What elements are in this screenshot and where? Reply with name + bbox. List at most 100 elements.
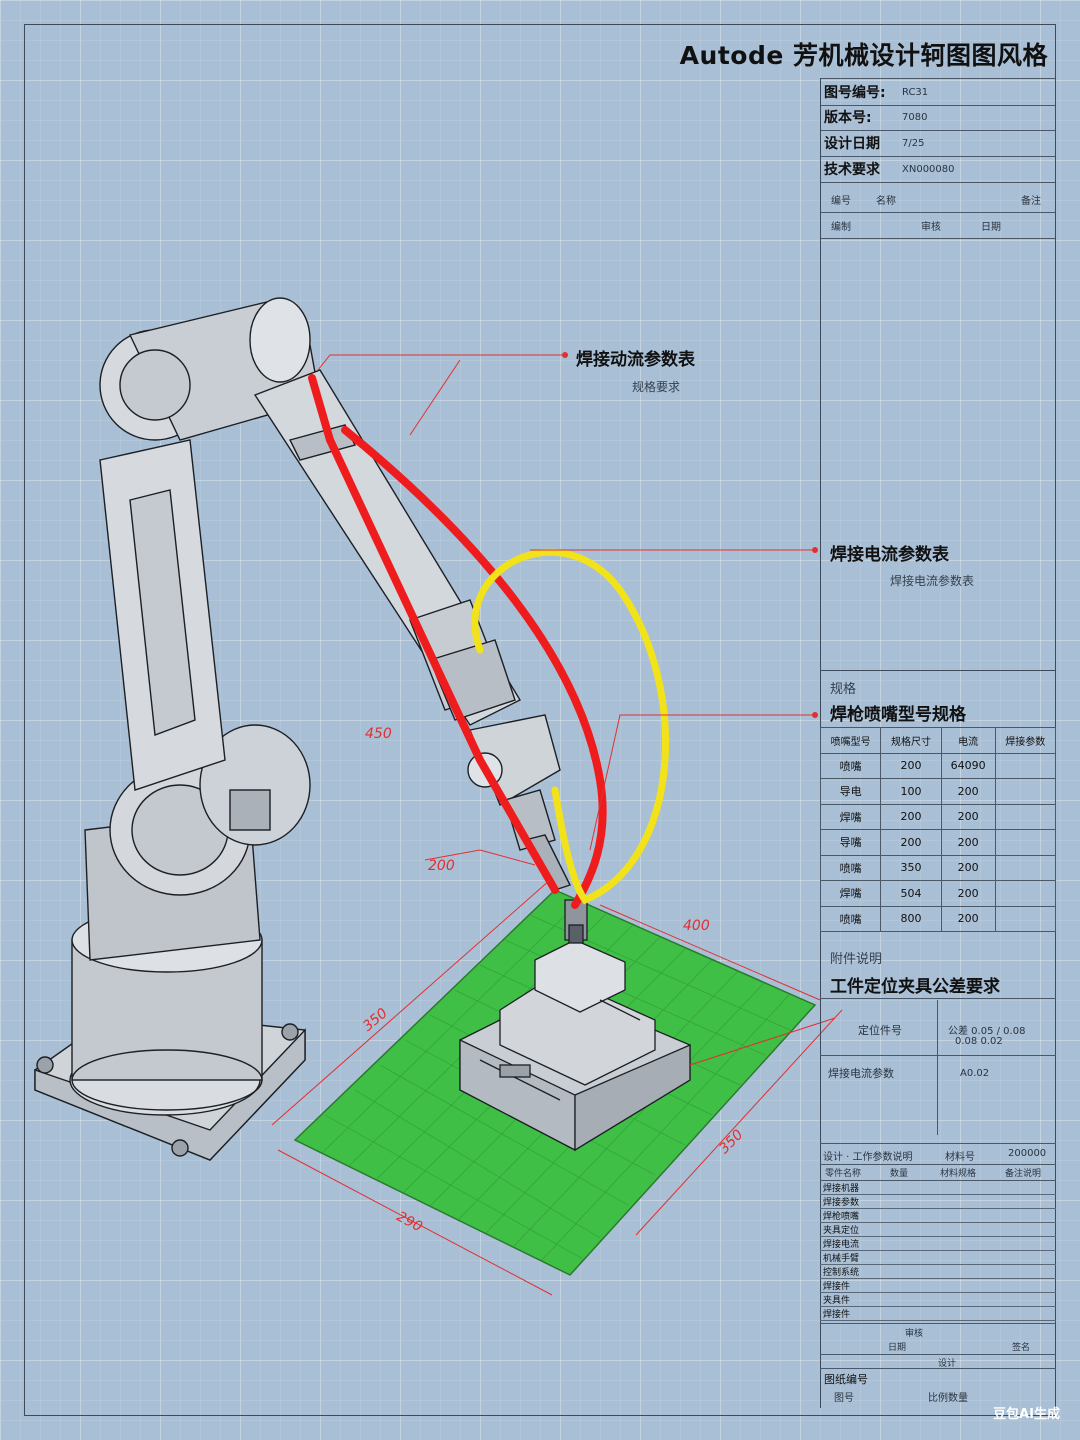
meta-row-version: 版本号: 7080: [821, 104, 1055, 131]
meta-label: 设计日期: [824, 136, 880, 152]
mini-cell: 备注: [1021, 195, 1041, 207]
table-cell: 喷嘴: [819, 752, 882, 779]
table-cell: 200: [940, 803, 996, 830]
table-cell: 800: [880, 905, 942, 932]
callout-welding-current-sub: 焊接电流参数表: [890, 574, 975, 588]
bom-footer-cell: 日期: [888, 1343, 907, 1353]
table-cell: 导嘴: [819, 829, 882, 856]
robot-turret: [84, 724, 311, 961]
divider: [820, 1055, 1056, 1056]
table-cell: 504: [880, 880, 942, 907]
welding-fixture: [459, 899, 691, 1152]
table-cell: 焊嘴: [819, 880, 882, 907]
mini-row-2: 编制 审核 日期: [821, 212, 1055, 239]
table-cell: [994, 752, 1057, 779]
callout-welding-flow-title: 焊接动流参数表: [576, 350, 695, 370]
meta-row-date: 设计日期 7/25: [821, 130, 1055, 157]
dimension-label: 200: [428, 858, 455, 874]
table-cell: 200: [940, 829, 996, 856]
table-cell: 100: [880, 778, 942, 805]
bom-item: 夹具定位: [820, 1223, 1056, 1237]
table-cell: [994, 803, 1057, 830]
tolerance-value-1: 公差 0.05 / 0.08: [948, 1026, 1026, 1037]
table-row: 导嘴 200 200: [819, 829, 1057, 856]
bom-subheader-row: 零件名称 数量 材料规格 备注说明: [820, 1164, 1056, 1181]
bom-footer-cell: 审核: [905, 1329, 924, 1339]
bom-item: 焊接机器: [820, 1181, 1056, 1195]
divider: [820, 670, 1056, 671]
table-row: 喷嘴 200 64090: [819, 752, 1057, 779]
watermark: 豆包AI生成: [993, 1407, 1060, 1422]
meta-label: 技术要求: [824, 162, 880, 178]
callout-nozzle-pre: 规格: [830, 682, 857, 697]
bom-subheader-cell: 数量: [890, 1169, 909, 1179]
table-cell: 200: [880, 752, 942, 779]
robot-upper-arm: [253, 369, 521, 726]
table-cell: 喷嘴: [819, 905, 882, 932]
leader-dot-1: [562, 352, 568, 358]
table-cell: 200: [940, 905, 996, 932]
yellow-cable: [471, 548, 669, 905]
table-cell: [994, 854, 1057, 881]
table-cell: [994, 829, 1057, 856]
tolerance-label-2: 焊接电流参数: [828, 1067, 894, 1080]
nozzle-spec-table: 喷嘴型号 规格尺寸 电流 焊接参数 喷嘴 200 64090 导电 100 20…: [819, 727, 1057, 932]
table-cell: 200: [940, 778, 996, 805]
bom-subheader-cell: 零件名称: [825, 1169, 862, 1179]
bom-footer-cell: 比例数量: [928, 1393, 968, 1404]
dimension-label: 450: [365, 726, 392, 742]
table-header-row: 喷嘴型号 规格尺寸 电流 焊接参数: [819, 727, 1057, 754]
bom-item: 机械手臂: [820, 1251, 1056, 1265]
tolerance-value-1b: 0.08 0.02: [955, 1036, 1003, 1047]
table-header-cell: 规格尺寸: [880, 727, 942, 754]
mini-cell: 编制: [831, 221, 851, 233]
table-cell: 200: [940, 854, 996, 881]
callout-welding-current-title: 焊接电流参数表: [830, 545, 949, 565]
callout-nozzle-title: 焊枪喷嘴型号规格: [830, 705, 966, 725]
bom-header-row: 设计 · 工作参数说明 材料号 200000: [820, 1143, 1056, 1165]
table-cell: 导电: [819, 778, 882, 805]
bom-item: 焊接件: [820, 1279, 1056, 1293]
table-cell: [994, 905, 1057, 932]
meta-row-requirements: 技术要求 XN000080: [821, 156, 1055, 183]
callout-fixture-pre: 附件说明: [830, 952, 883, 967]
mini-row-1: 编号 名称 备注: [821, 186, 1055, 213]
table-row: 喷嘴 800 200: [819, 905, 1057, 932]
meta-value: RC31: [902, 86, 929, 98]
bom-header-cell: 设计 · 工作参数说明: [823, 1152, 913, 1163]
meta-value: 7080: [902, 111, 928, 123]
table-cell: 200: [880, 803, 942, 830]
mini-cell: 编号: [831, 195, 851, 207]
callout-fixture-title: 工件定位夹具公差要求: [830, 977, 1000, 997]
leader-dot-3: [812, 712, 818, 718]
red-cable-1: [308, 374, 559, 894]
mini-cell: 审核: [921, 221, 941, 233]
bom-item: 控制系统: [820, 1265, 1056, 1279]
table-cell: [994, 778, 1057, 805]
meta-row-drawing-no: 图号编号: RC31: [821, 78, 1055, 106]
divider: [937, 1000, 938, 1135]
tolerance-value-2: A0.02: [960, 1068, 990, 1079]
callout-welding-flow-sub: 规格要求: [632, 380, 681, 394]
mini-cell: 名称: [876, 195, 896, 207]
table-cell: 350: [880, 854, 942, 881]
meta-label: 图号编号:: [824, 85, 886, 101]
divider: [820, 998, 1056, 999]
robot-lower-arm: [99, 439, 226, 791]
bom-item: 焊接参数: [820, 1195, 1056, 1209]
dimension-label: 400: [683, 918, 710, 934]
table-cell: 200: [940, 880, 996, 907]
table-cell: 焊嘴: [819, 803, 882, 830]
bom-footer-2: 设计: [938, 1359, 957, 1369]
table-header-cell: 电流: [940, 727, 996, 754]
table-header-cell: 焊接参数: [994, 727, 1057, 754]
bom-footer-cell: 签名: [1012, 1343, 1031, 1353]
bom-subheader-cell: 材料规格: [940, 1169, 977, 1179]
mini-cell: 日期: [981, 221, 1001, 233]
bom-item: 焊接电流: [820, 1237, 1056, 1251]
meta-value: 7/25: [902, 137, 925, 149]
bom-footer-1: 审核 日期 签名: [820, 1323, 1056, 1355]
bom-item: 焊枪喷嘴: [820, 1209, 1056, 1223]
leader-dot-2: [812, 547, 818, 553]
